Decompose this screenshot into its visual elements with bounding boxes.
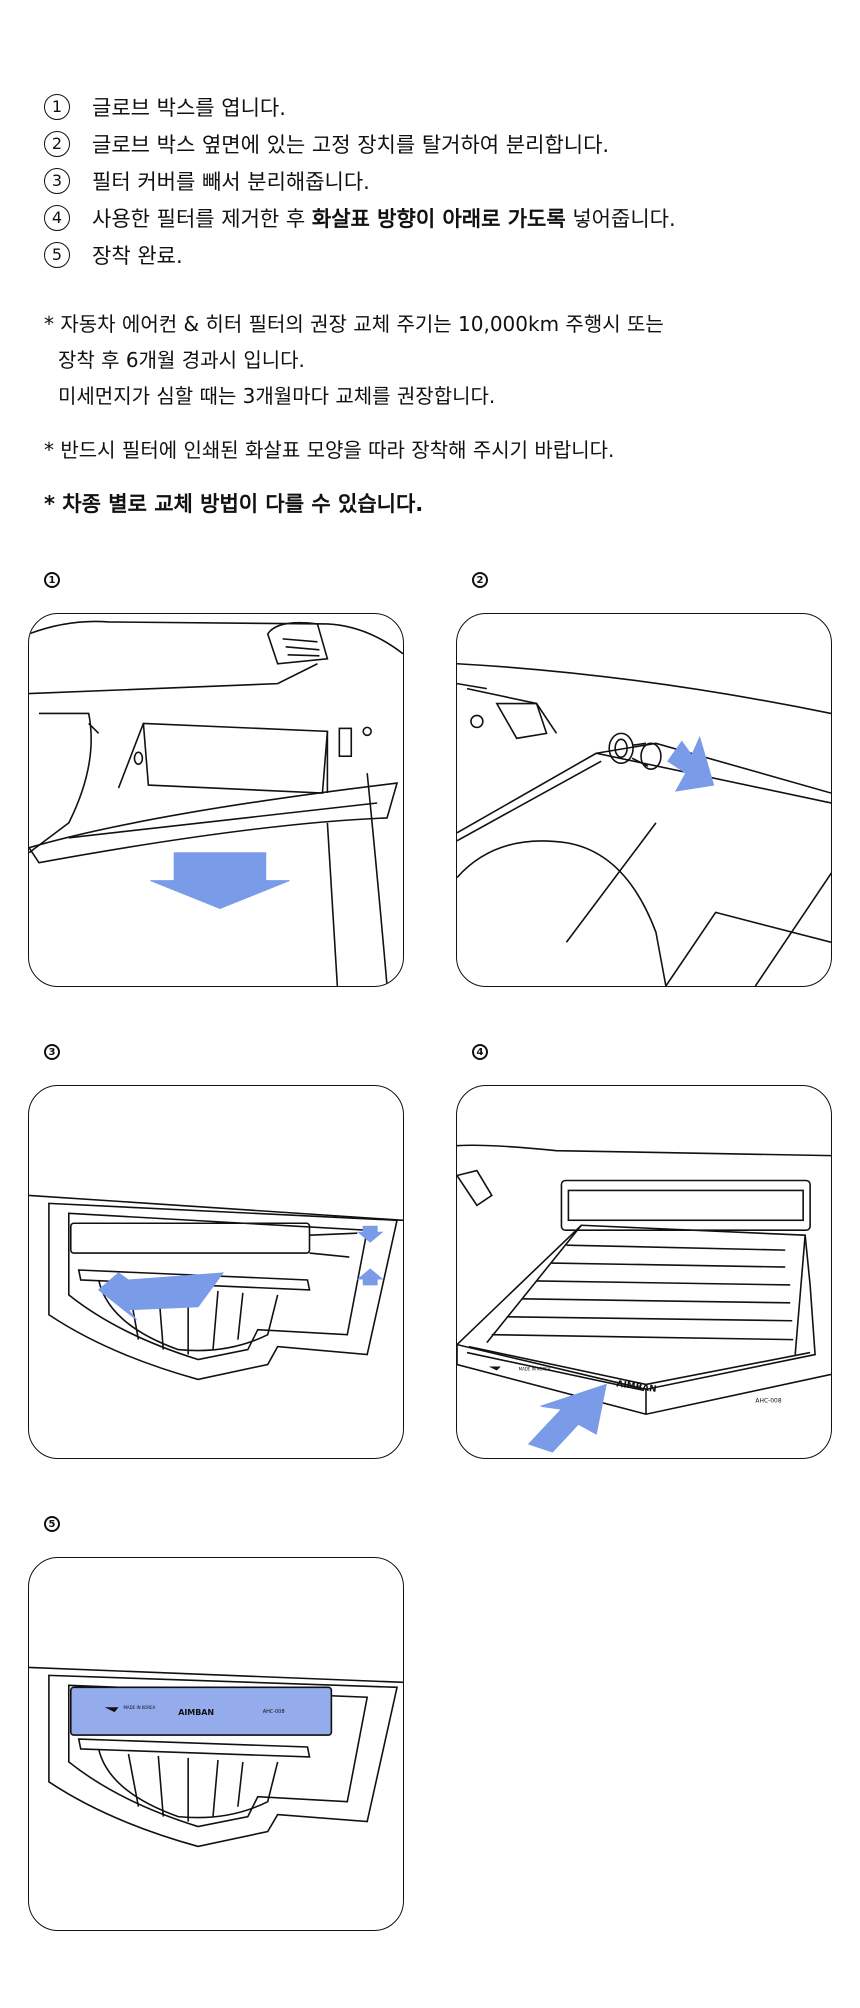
glovebox-latch-illustration bbox=[457, 662, 831, 986]
panel-label-1: 1 bbox=[44, 572, 60, 588]
install-complete-illustration bbox=[29, 1666, 403, 1848]
step-3: 3 필터 커버를 빼서 분리해줍니다. bbox=[44, 162, 824, 199]
step-4: 4 사용한 필터를 제거한 후 화살표 방향이 아래로 가도록 넣어줍니다. bbox=[44, 199, 824, 236]
step-text-4: 사용한 필터를 제거한 후 화살표 방향이 아래로 가도록 넣어줍니다. bbox=[92, 203, 676, 233]
note-2: * 반드시 필터에 인쇄된 화살표 모양을 따라 장착해 주시기 바랍니다. bbox=[44, 438, 615, 462]
step-number-2: 2 bbox=[44, 130, 70, 157]
installed-model-text: AHC-008 bbox=[263, 1709, 285, 1715]
note-1-line-3: 미세먼지가 심할 때는 3개월마다 교체를 권장합니다. bbox=[58, 384, 496, 408]
note-1-line-1: * 자동차 에어컨 & 히터 필터의 권장 교체 주기는 10,000km 주행… bbox=[44, 312, 664, 336]
panel-4-filter-insert: MADE IN KOREA AIMBAN AHC-008 bbox=[456, 1085, 832, 1459]
filter-model-text: AHC-008 bbox=[755, 1397, 781, 1404]
panel-label-2: 2 bbox=[472, 572, 488, 588]
note-3-warning: * 차종 별로 교체 방법이 다를 수 있습니다. bbox=[44, 492, 424, 516]
step-1: 1 글로브 박스를 엽니다. bbox=[44, 88, 824, 125]
panel-label-4: 4 bbox=[472, 1044, 488, 1060]
step-5: 5 장착 완료. bbox=[44, 236, 824, 273]
arrow-down-icon bbox=[150, 852, 290, 909]
installed-filter-label: MADE IN KOREA AIMBAN AHC-008 bbox=[104, 1705, 285, 1717]
step-text-1: 글로브 박스를 엽니다. bbox=[92, 95, 286, 120]
panel-2-latch bbox=[456, 613, 832, 987]
arrow-right-icon bbox=[667, 735, 715, 792]
panel-1-glovebox-open bbox=[28, 613, 404, 987]
notes-block: * 자동차 에어컨 & 히터 필터의 권장 교체 주기는 10,000km 주행… bbox=[44, 306, 824, 522]
step-text-4-before: 사용한 필터를 제거한 후 bbox=[92, 206, 312, 231]
step-2: 2 글로브 박스 옆면에 있는 고정 장치를 탈거하여 분리합니다. bbox=[44, 125, 824, 162]
panel-5-complete: MADE IN KOREA AIMBAN AHC-008 bbox=[28, 1557, 404, 1931]
step-number-3: 3 bbox=[44, 167, 70, 194]
glovebox-open-illustration bbox=[29, 620, 403, 986]
filter-sub-text: MADE IN KOREA bbox=[519, 1366, 551, 1371]
step-text-2: 글로브 박스 옆면에 있는 고정 장치를 탈거하여 분리합니다. bbox=[92, 132, 610, 157]
filter-insert-illustration bbox=[457, 1144, 831, 1416]
panel-3-filter-cover bbox=[28, 1085, 404, 1459]
filter-label-print: MADE IN KOREA AIMBAN AHC-008 bbox=[488, 1366, 782, 1404]
installed-brand-text: AIMBAN bbox=[178, 1708, 214, 1717]
panel-label-5: 5 bbox=[44, 1516, 60, 1532]
step-text-3: 필터 커버를 빼서 분리해줍니다. bbox=[92, 169, 370, 194]
installed-sub-text: MADE IN KOREA bbox=[123, 1705, 155, 1710]
panel-label-3: 3 bbox=[44, 1044, 60, 1060]
instruction-steps: 1 글로브 박스를 엽니다. 2 글로브 박스 옆면에 있는 고정 장치를 탈거… bbox=[44, 88, 824, 273]
arrow-pull-out-icon bbox=[97, 1225, 384, 1321]
step-text-4-after: 넣어줍니다. bbox=[565, 206, 676, 231]
step-text-4-bold: 화살표 방향이 아래로 가도록 bbox=[311, 206, 566, 231]
step-number-5: 5 bbox=[44, 241, 70, 268]
step-text-5: 장착 완료. bbox=[92, 243, 183, 268]
filter-cover-remove-illustration bbox=[29, 1194, 403, 1381]
note-1-line-2: 장착 후 6개월 경과시 입니다. bbox=[58, 348, 305, 372]
step-number-4: 4 bbox=[44, 204, 70, 231]
arrow-insert-icon bbox=[527, 1383, 607, 1453]
step-number-1: 1 bbox=[44, 93, 70, 120]
